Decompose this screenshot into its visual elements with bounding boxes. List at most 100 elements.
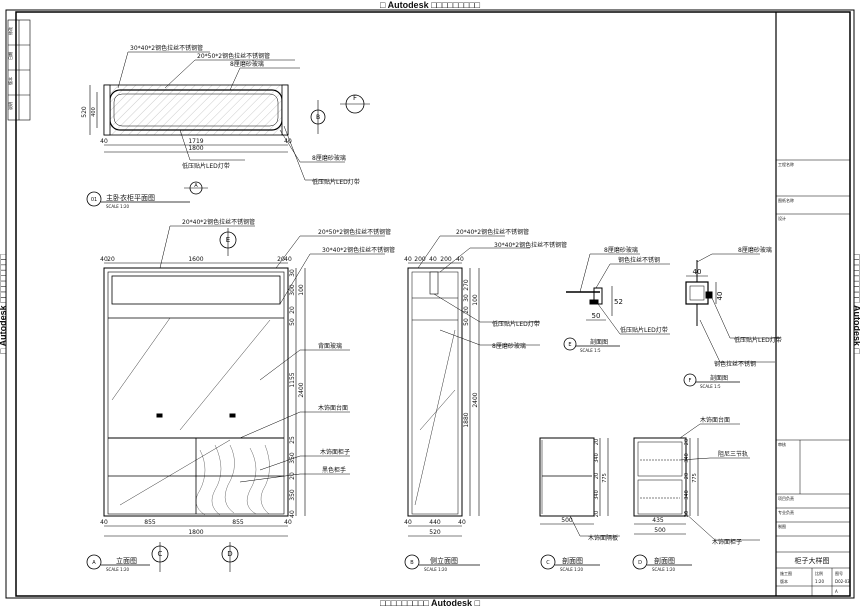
front-label-mirror: 背面玻璃 [318,342,342,350]
det-f-dim-40-top: 40 [693,268,702,276]
callout-b-plan-letter: B [316,114,320,121]
det-e-dim-52: 52 [614,298,623,306]
side-label-led: 低压贴片LED灯带 [492,320,540,328]
side-right-dim-3: 100 [472,294,479,306]
plan-label-led-bottom: 低压贴片LED灯带 [182,162,230,170]
det-e-title-circle [563,337,577,351]
det-e-label-steel: 钢色拉丝不锈钢 [618,256,660,264]
side-top-dim-4: 200 [440,256,452,263]
det-f-leaders [696,253,780,363]
front-top-dim-5: 40 [284,256,292,263]
side-scale: SCALE 1:20 [424,567,448,572]
side-top-dim-5: 40 [456,256,464,263]
front-right-dim-5: 50 [289,318,296,326]
front-bottom-dim-2: 855 [144,519,156,526]
sec-c-dim-500: 500 [561,517,573,524]
sec-c-scale: SCALE 1:20 [560,567,584,572]
title-block [775,12,850,596]
callout-c-front-letter: C [158,550,163,558]
plan-dim-1800: 1800 [188,145,203,152]
front-title-circle [86,554,102,570]
side-elevation [407,267,463,517]
section-c [539,437,595,517]
sec-d-dim-5: 20 [684,511,690,517]
plan-scale: SCALE 1:20 [106,204,130,209]
plan-dim-1719: 1719 [188,138,203,145]
sec-c-dim-4: 340 [594,490,600,500]
front-right-dim-11: 350 [289,489,296,501]
sec-d-title-circle [632,554,648,570]
det-e-dim-50: 50 [592,312,601,320]
front-right-dim-4: 20 [289,306,296,314]
callout-d-front-letter: D [227,550,232,558]
front-right-dim-12: 40 [289,510,296,518]
sec-d-label-rail: 阻尼三节轨 [718,450,748,458]
stamp-label-1: 修改 [7,27,13,35]
side-top-dim-1: 40 [404,256,412,263]
det-e-scale: SCALE 1:5 [580,348,601,353]
sec-d-dim-500: 500 [654,527,666,534]
tb-row-label-1: 工程名称 [778,161,794,167]
detail-e [566,287,603,305]
side-bottom-dim-2: 440 [429,519,441,526]
tb-bottom-label-1: 施工图 [780,570,792,576]
plan-label-tube-30x40: 30*40*2钢色拉丝不锈钢管 [130,44,203,52]
front-right-dim-3: 100 [298,284,305,296]
detail-f [685,260,713,326]
callout-a-plan [184,181,208,195]
tb-row-label-6: 专业负责 [778,509,794,515]
sec-c-title-circle [540,554,556,570]
tb-row-label-3: 设计 [778,215,786,221]
front-bottom-dim-4: 40 [284,519,292,526]
section-d [633,437,687,517]
front-elevation [103,267,289,517]
plan-label-glass-right: 8厘磨砂玻璃 [312,154,346,162]
det-f-title-circle [683,373,697,387]
front-title: 立面图 [116,556,137,565]
front-label-tube-30x40: 30*40*2钢色拉丝不锈钢管 [322,246,395,254]
front-right-dim-6: 1155 [289,372,296,387]
front-label-handle: 黑色柜手 [322,466,346,474]
side-right-dim-1: 270 [463,279,470,291]
det-f-scale: SCALE 1:5 [700,384,721,389]
sec-d-dim-1: 20 [684,439,690,445]
sec-c-dim-2: 340 [594,453,600,463]
sec-c-title-num: C [546,560,550,566]
front-top-dim-4: 20 [277,256,285,263]
front-right-dim-2: 300 [289,284,296,296]
callout-f-plan-letter: F [353,94,357,102]
tb-row-label-7: 制图 [778,523,786,529]
front-top-dim-1: 40 [100,256,108,263]
side-label-glass: 8厘磨砂玻璃 [492,342,526,350]
sec-c-label-panel: 木饰面隔板 [588,534,618,542]
side-leaders [417,235,540,346]
front-right-dim-10: 20 [289,472,296,480]
side-top-dim-3: 40 [429,256,437,263]
plan-title: 主卧衣柜平面图 [106,193,155,202]
tb-row-label-4: 审核 [778,441,786,447]
callout-e-front [219,228,237,256]
tb-bottom-value-3: A [835,589,838,594]
side-top-dim-2: 200 [414,256,426,263]
det-e-title: 剖面图 [590,338,608,346]
det-e-title-num: E [568,342,571,348]
det-f-title-num: F [689,378,692,384]
plan-dim-40-right: 40 [284,138,292,145]
sec-d-dim-435: 435 [652,517,664,524]
sec-d-title-num: D [638,560,642,566]
stamp-label-3: 版本 [7,77,13,85]
sec-d-leaders [679,423,760,541]
side-bottom-dim-1: 40 [404,519,412,526]
det-f-title: 剖面图 [710,374,728,382]
sec-d-label-door: 木饰面柜子 [712,538,742,546]
side-right-dim-6: 1880 [463,412,470,427]
side-right-dim-4: 20 [463,306,470,314]
sec-c-dim-6: 775 [602,473,608,483]
plan-leaders [117,51,350,181]
det-f-dim-40-side: 40 [716,292,724,301]
side-bottom-dim-3: 40 [458,519,466,526]
sec-c-leader [569,515,620,537]
callout-d-front [221,542,239,572]
